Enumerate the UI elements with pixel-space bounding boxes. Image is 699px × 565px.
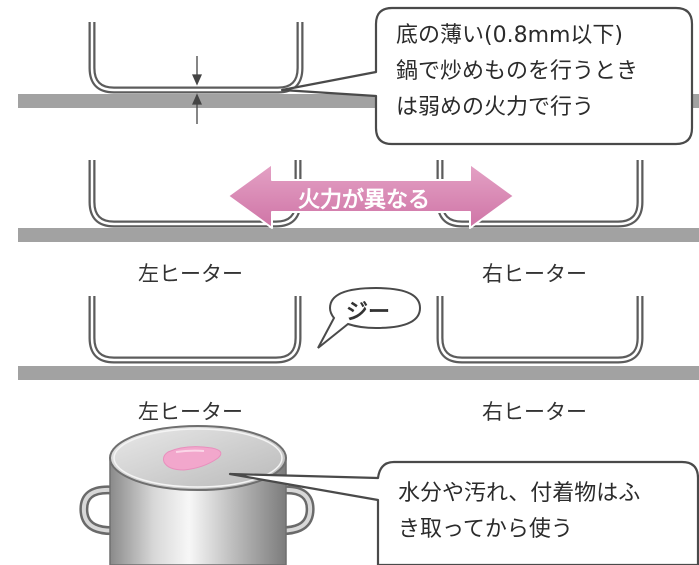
row3-right-heater-label: 右ヒーター [482, 400, 587, 424]
heater-surface-row2 [18, 228, 699, 242]
callout-top-line-2: 鍋で炒めものを行うとき [396, 59, 639, 84]
pot-illustration [79, 425, 315, 565]
callout-top-text: 底の薄い(0.8mm以下) 鍋で炒めものを行うとき は弱めの火力で行う [396, 18, 638, 126]
callout-bottom-line-1: 水分や汚れ、付着物はふ [398, 481, 641, 506]
heat-difference-arrow [227, 163, 515, 229]
heater-surface-row3 [18, 366, 699, 380]
callout-top-line-3: は弱めの火力で行う [396, 95, 595, 120]
row2-left-heater-label: 左ヒーター [138, 262, 243, 286]
callout-top-line-1: 底の薄い(0.8mm以下) [396, 23, 624, 48]
row3-heaters-scene [18, 286, 699, 380]
callout-bottom-text: 水分や汚れ、付着物はふ き取ってから使う [398, 476, 640, 548]
row2-right-heater-label: 右ヒーター [482, 262, 587, 286]
callout-bubble-bottom [228, 460, 699, 565]
thickness-indicator [191, 56, 203, 124]
pan-left-row3 [88, 296, 302, 364]
callout-bubble-top [280, 6, 694, 146]
sound-bubble [317, 286, 422, 349]
sound-text: ジー [346, 300, 391, 325]
heat-difference-label: 火力が異なる [298, 188, 431, 213]
row3-left-heater-label: 左ヒーター [138, 400, 243, 424]
callout-bottom-line-2: き取ってから使う [398, 517, 573, 542]
pan-right-row3 [436, 296, 644, 364]
row2-heaters-scene [18, 160, 699, 242]
